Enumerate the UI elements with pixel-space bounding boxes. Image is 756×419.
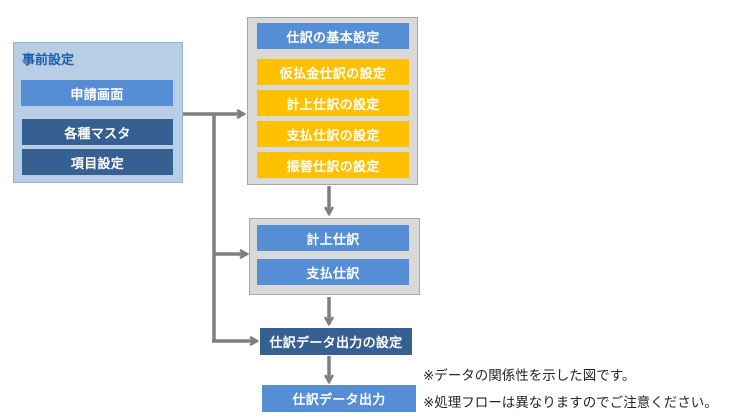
masters-box[interactable]: 各種マスタ — [22, 119, 173, 145]
application-screen-box[interactable]: 申請画面 — [21, 80, 173, 106]
journal-basic-settings-box[interactable]: 仕訳の基本設定 — [257, 23, 409, 49]
transfer-journal-settings-box[interactable]: 振替仕訳の設定 — [257, 152, 409, 178]
payment-journal-box[interactable]: 支払仕訳 — [257, 259, 409, 285]
journal-data-output-box[interactable]: 仕訳データ出力 — [262, 385, 416, 412]
payment-journal-settings-box[interactable]: 支払仕訳の設定 — [257, 121, 409, 147]
advance-payment-journal-settings-box[interactable]: 仮払金仕訳の設定 — [257, 59, 409, 85]
note-relationship: ※データの関係性を示した図です。 — [423, 368, 636, 384]
journal-data-output-settings-box[interactable]: 仕訳データ出力の設定 — [260, 328, 412, 355]
item-settings-box[interactable]: 項目設定 — [22, 149, 173, 175]
accrual-journal-box[interactable]: 計上仕訳 — [257, 225, 409, 251]
accrual-journal-settings-box[interactable]: 計上仕訳の設定 — [257, 90, 409, 116]
pre-settings-title: 事前設定 — [22, 53, 75, 68]
note-process-flow: ※処理フローは異なりますのでご注意ください。 — [423, 395, 718, 411]
